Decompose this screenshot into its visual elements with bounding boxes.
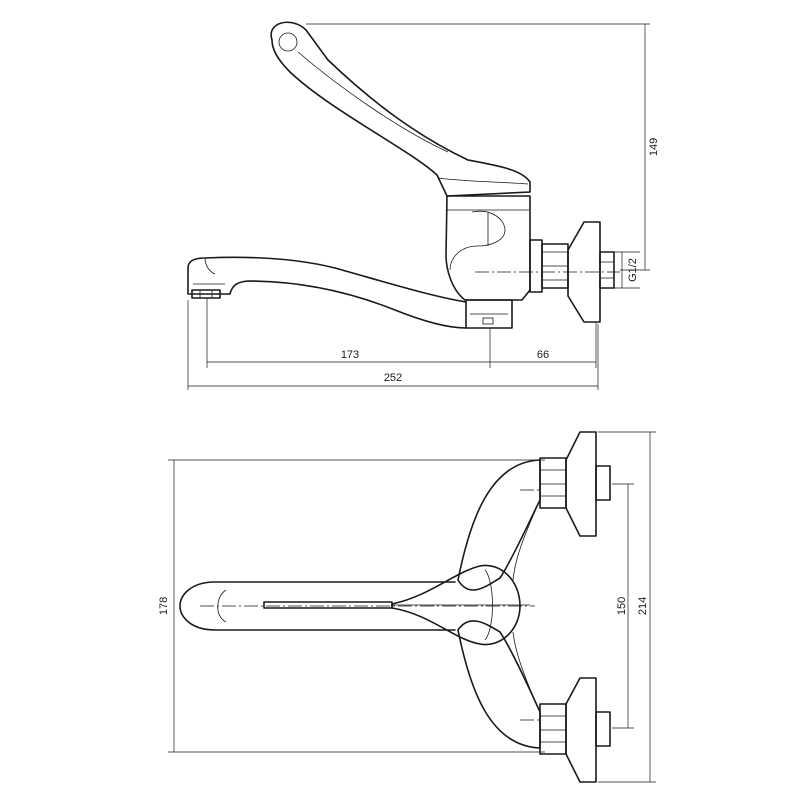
dim-label-handle-height: 149 xyxy=(648,138,660,156)
lever-handle xyxy=(270,21,531,197)
dim-handle-height: 149 xyxy=(306,23,660,271)
dim-label-body-depth: 66 xyxy=(537,349,549,361)
mixer-body xyxy=(457,459,541,749)
spout xyxy=(187,256,467,329)
side-view: 149 G1/2 173 66 252 xyxy=(187,21,660,390)
dim-inlet-spacing: 150 xyxy=(612,483,634,729)
dim-label-thread: G1/2 xyxy=(627,258,639,282)
dim-thread: G1/2 xyxy=(621,252,639,288)
dim-label-overall-width: 178 xyxy=(158,597,170,615)
dim-overall-length: 252 xyxy=(187,300,599,390)
dim-label-overall-length: 252 xyxy=(384,372,402,384)
dim-label-flange-span: 214 xyxy=(637,597,649,615)
dim-overall-width: 178 xyxy=(158,459,545,753)
dim-label-spout-reach: 173 xyxy=(341,349,359,361)
dim-flange-span: 214 xyxy=(598,431,656,783)
wall-connector xyxy=(529,221,640,323)
valve-body xyxy=(445,195,531,329)
dim-spout-reach: 173 66 xyxy=(206,298,597,368)
top-view: 178 150 214 xyxy=(158,431,656,783)
dim-label-inlet-spacing: 150 xyxy=(616,597,628,615)
lower-connector xyxy=(539,677,611,783)
upper-connector xyxy=(539,431,611,537)
